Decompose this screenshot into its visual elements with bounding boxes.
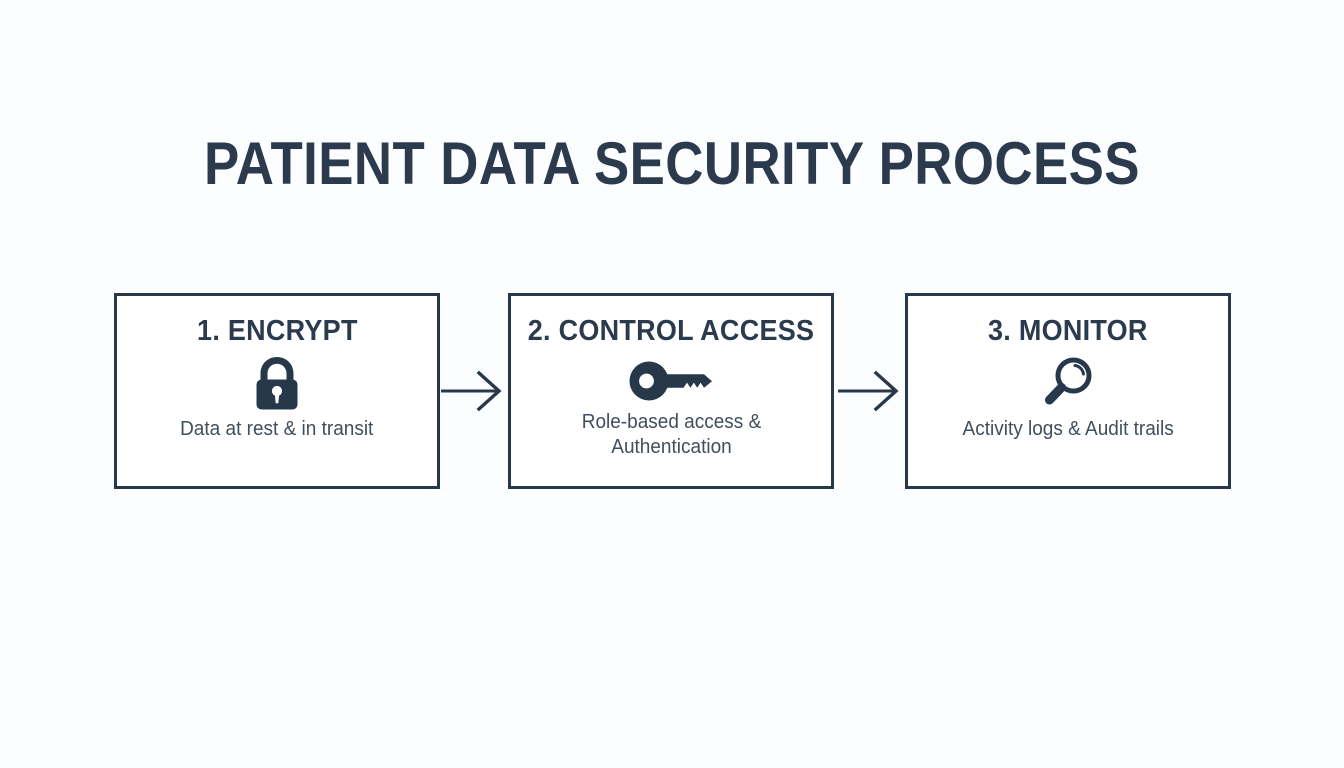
process-flow: 1. ENCRYPT Data at rest & in transit 2. …	[114, 293, 1231, 489]
magnifier-icon	[1039, 355, 1097, 411]
padlock-icon	[250, 355, 304, 411]
arrow-right-icon-1	[441, 369, 503, 413]
step-caption-control-access: Role-based access & Authentication	[581, 411, 761, 458]
step-title-control-access: 2. CONTROL ACCESS	[527, 315, 815, 347]
step-caption-monitor: Activity logs & Audit trails	[962, 418, 1174, 440]
arrow-right-icon-2	[838, 369, 900, 413]
step-caption-encrypt: Data at rest & in transit	[180, 418, 374, 440]
step-card-monitor[interactable]: 3. MONITOR Activity logs & Audit trails	[905, 293, 1231, 489]
step-card-control-access[interactable]: 2. CONTROL ACCESS Role-based access & Au…	[508, 293, 834, 489]
step-title-monitor: 3. MONITOR	[988, 315, 1148, 347]
step-title-encrypt: 1. ENCRYPT	[196, 315, 358, 347]
page-title: PATIENT DATA SECURITY PROCESS	[204, 130, 1140, 197]
step-card-encrypt[interactable]: 1. ENCRYPT Data at rest & in transit	[114, 293, 440, 489]
key-icon	[628, 357, 714, 405]
